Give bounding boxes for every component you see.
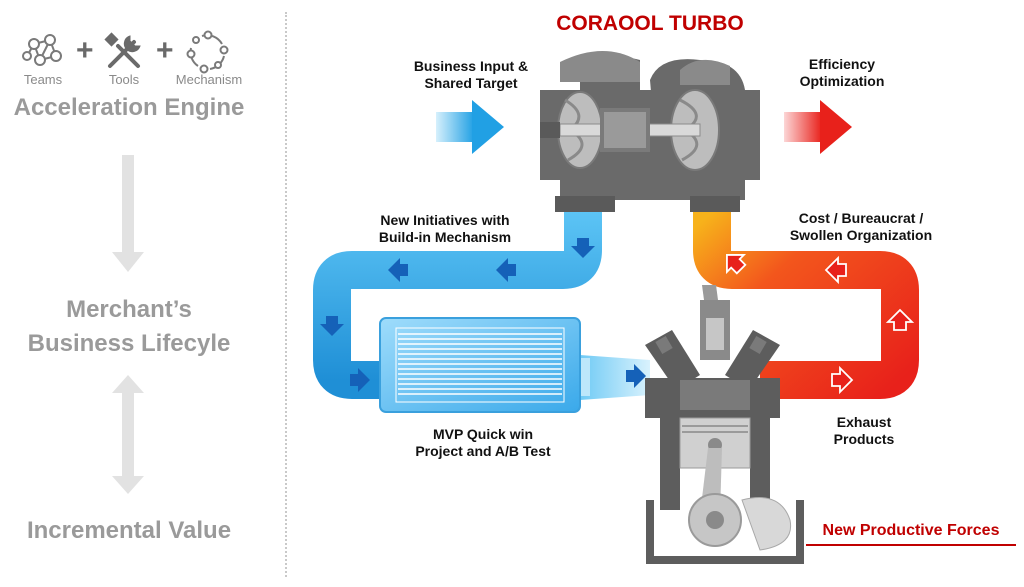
mechanism-label: Mechanism	[175, 72, 243, 87]
intake-flow	[580, 355, 650, 400]
initiatives-line2: Build-in Mechanism	[378, 229, 512, 245]
diagram-title: CORAOOL TURBO	[556, 12, 744, 35]
input-arrow	[436, 100, 504, 154]
intercooler	[379, 317, 581, 413]
new-initiatives-label: New Initiatives with Build-in Mechanism	[350, 212, 540, 246]
cost-line2: Swollen Organization	[789, 227, 933, 243]
mvp-line1: MVP Quick win	[432, 426, 534, 442]
lifecycle-heading-line2: Business Lifecyle	[27, 330, 231, 357]
mvp-label: MVP Quick win Project and A/B Test	[388, 426, 578, 460]
acceleration-engine-heading: Acceleration Engine	[13, 94, 245, 121]
incremental-value-heading: Incremental Value	[26, 517, 232, 544]
output-arrow	[784, 100, 852, 154]
engine-cylinder	[645, 285, 804, 564]
cost-bureaucrat-label: Cost / Bureaucrat / Swollen Organization	[766, 210, 956, 244]
teams-label: Teams	[23, 72, 63, 87]
business-input-line1: Business Input &	[413, 58, 529, 74]
cold-flow-arrows	[320, 238, 646, 392]
efficiency-line1: Efficiency	[808, 56, 876, 72]
exhaust-line1: Exhaust	[836, 414, 892, 430]
tools-label: Tools	[108, 72, 140, 87]
plus-sign: +	[156, 34, 174, 67]
hot-exhaust-pipe	[693, 212, 919, 399]
cost-line1: Cost / Bureaucrat /	[798, 210, 924, 226]
turbocharger	[540, 51, 760, 212]
exhaust-products-label: Exhaust Products	[814, 414, 914, 448]
dotted-divider	[285, 12, 287, 577]
business-input-line2: Shared Target	[424, 75, 518, 91]
efficiency-label: Efficiency Optimization	[772, 56, 912, 90]
exhaust-line2: Products	[833, 431, 895, 447]
business-input-label: Business Input & Shared Target	[396, 58, 546, 92]
efficiency-line2: Optimization	[799, 73, 885, 89]
new-productive-forces-label: New Productive Forces	[822, 522, 1000, 539]
mvp-line2: Project and A/B Test	[415, 443, 551, 459]
initiatives-line1: New Initiatives with	[380, 212, 510, 228]
cold-air-pipe	[313, 212, 602, 399]
lifecycle-heading-line1: Merchant’s	[66, 296, 192, 323]
plus-sign: +	[76, 34, 94, 67]
hot-flow-arrows	[726, 254, 915, 395]
